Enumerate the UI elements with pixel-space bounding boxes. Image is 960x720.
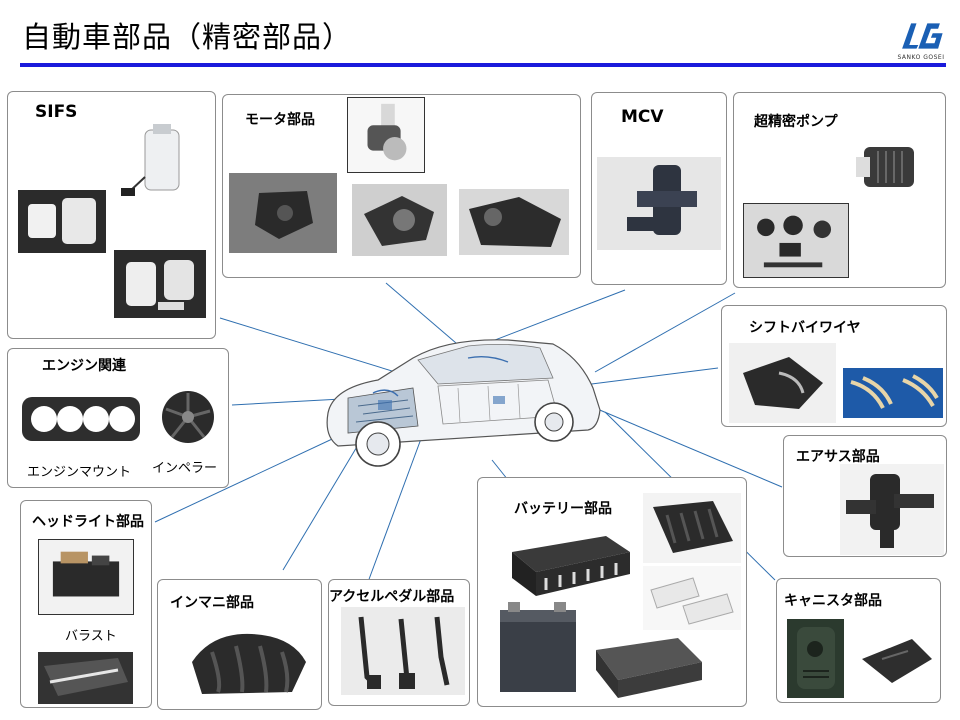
panel-intake-manifold: インマニ部品 [157, 579, 322, 710]
panel-sifs: SIFS [7, 91, 216, 339]
label-air-suspension: エアサス部品 [796, 449, 880, 465]
photo-sifs-housing-parts [114, 250, 206, 318]
panel-mcv: MCV [591, 92, 727, 285]
panel-engine: エンジン関連 エンジンマウント インペラー [7, 348, 229, 488]
panel-accelerator-pedal: アクセルペダル部品 [328, 579, 470, 706]
photo-battery-tray [588, 628, 708, 704]
photo-accelerator-pedals [341, 607, 465, 695]
photo-pump-unit [854, 137, 926, 201]
label-mcv: MCV [621, 107, 664, 127]
label-headlight: ヘッドライト部品 [32, 514, 144, 530]
photo-mcv-valve [597, 157, 721, 250]
photo-intake-manifold [182, 612, 317, 706]
label-intake-manifold: インマニ部品 [170, 595, 254, 611]
company-logo: SANKO GOSEI [896, 18, 946, 62]
photo-motor-housing-2 [352, 184, 447, 256]
panel-air-suspension: エアサス部品 [783, 435, 947, 557]
photo-air-suspension-valve [840, 464, 944, 555]
panel-motor: モータ部品 [222, 94, 581, 278]
label-motor: モータ部品 [245, 112, 315, 128]
photo-ballast [38, 539, 134, 615]
label-precision-pump: 超精密ポンプ [754, 114, 838, 130]
label-engine: エンジン関連 [42, 358, 126, 374]
panel-canister: キャニスタ部品 [776, 578, 941, 703]
photo-sifs-filter-parts [18, 190, 106, 253]
photo-pump-components [743, 203, 849, 278]
caption-impeller: インペラー [152, 461, 218, 476]
caption-ballast: バラスト [65, 629, 117, 644]
page-title: 自動車部品（精密部品） [22, 20, 353, 54]
photo-fuel-pump-module [115, 122, 195, 202]
panel-battery: バッテリー部品 [477, 477, 747, 707]
photo-shift-terminals [843, 368, 943, 418]
label-sifs: SIFS [35, 102, 78, 122]
label-shift-by-wire: シフトバイワイヤ [749, 320, 861, 336]
photo-headlamp [38, 652, 133, 704]
photo-battery-terminals [643, 566, 741, 630]
photo-motor-gear [347, 97, 425, 173]
photo-motor-housing-1 [229, 173, 337, 253]
connector-pump [594, 292, 736, 373]
logo-mark-icon [902, 23, 943, 49]
photo-canister-cover [787, 619, 844, 698]
label-canister: キャニスタ部品 [784, 593, 882, 609]
label-accelerator-pedal: アクセルペダル部品 [329, 589, 455, 605]
car-cutaway-illustration [326, 339, 601, 467]
label-battery: バッテリー部品 [514, 501, 612, 517]
photo-motor-housing-3 [459, 189, 569, 255]
caption-engine-mount: エンジンマウント [27, 465, 132, 480]
photo-shift-sensor [729, 343, 836, 423]
photo-impeller [158, 385, 218, 449]
title-rule [20, 63, 946, 67]
photo-engine-mount [18, 383, 145, 453]
photo-battery-holder [643, 493, 741, 563]
panel-shift-by-wire: シフトバイワイヤ [721, 305, 947, 427]
photo-canister-body [852, 629, 938, 694]
logo-text: SANKO GOSEI [897, 54, 945, 61]
panel-precision-pump: 超精密ポンプ [733, 92, 946, 288]
panel-headlight: ヘッドライト部品 バラスト [20, 500, 152, 708]
photo-battery-case [490, 596, 586, 702]
photo-battery-module [506, 522, 636, 600]
